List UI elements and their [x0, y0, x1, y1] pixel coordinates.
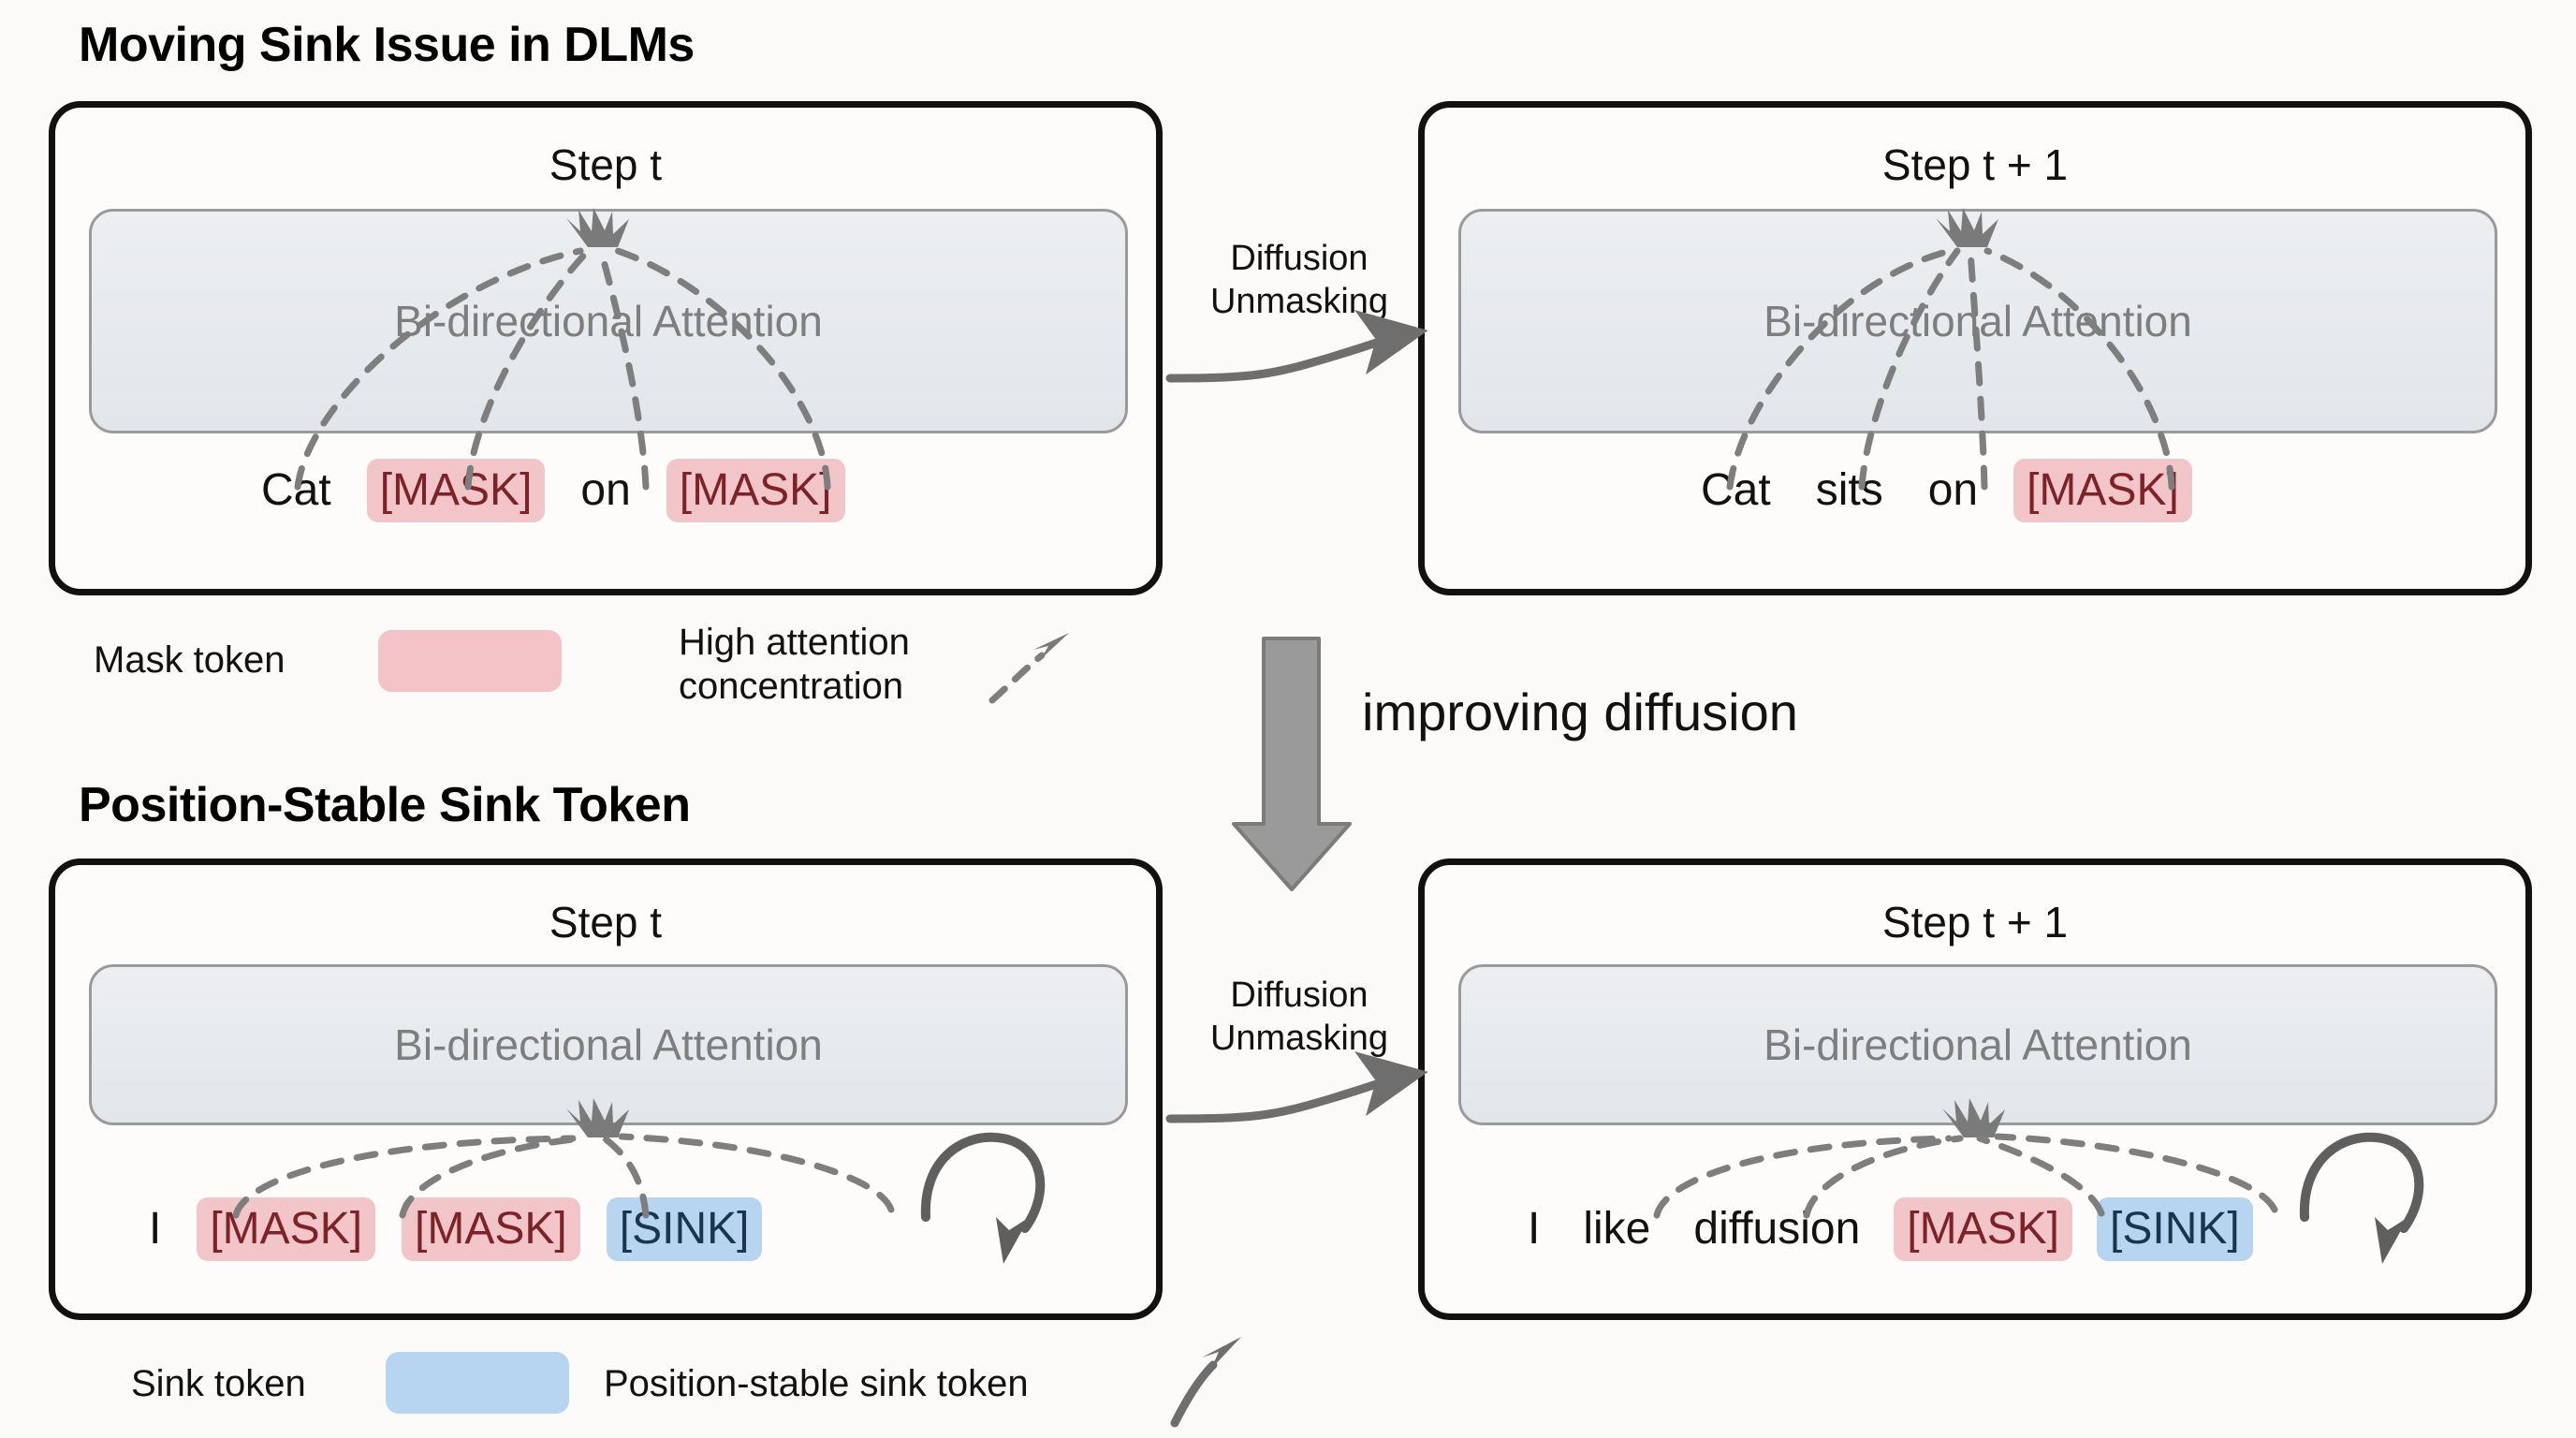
section-heading-top: Moving Sink Issue in DLMs — [79, 18, 695, 72]
token-sink: [SINK] — [2097, 1197, 2253, 1261]
token-mask: [MASK] — [1894, 1197, 2072, 1261]
attention-block-label: Bi-directional Attention — [1764, 297, 2192, 345]
token-row-top-right: Cat sits on [MASK] — [1691, 459, 2192, 522]
panel-bottom-step-t: Step t Bi-directional Attention I [MASK]… — [49, 858, 1163, 1320]
diffusion-unmasking-line2: Unmasking — [1209, 282, 1389, 322]
attention-block-top-right: Bi-directional Attention — [1458, 209, 2497, 433]
token-word: I — [1528, 1204, 1541, 1254]
token-row-bottom-left: I [MASK] [MASK] [SINK] — [139, 1197, 763, 1261]
diffusion-unmasking-arrow-bottom — [1165, 1050, 1428, 1123]
step-label-top-right: Step t + 1 — [1881, 140, 2069, 189]
attention-block-bottom-left: Bi-directional Attention — [89, 964, 1128, 1125]
diffusion-unmasking-arrow-top — [1165, 309, 1428, 383]
token-mask: [MASK] — [2013, 459, 2192, 522]
improving-diffusion-down-arrow-icon — [1232, 637, 1352, 891]
token-word: Cat — [1701, 465, 1771, 515]
panel-top-step-t: Step t Bi-directional Attention Cat [MAS… — [49, 101, 1163, 595]
token-word: sits — [1815, 465, 1883, 515]
diffusion-unmasking-line2: Unmasking — [1209, 1019, 1389, 1059]
diffusion-unmasking-line1: Diffusion — [1230, 976, 1368, 1015]
token-word: I — [149, 1204, 162, 1254]
panel-bottom-step-t-plus-1: Step t + 1 Bi-directional Attention I li… — [1418, 858, 2532, 1320]
attention-block-label: Bi-directional Attention — [394, 297, 823, 345]
legend-mask-token-swatch — [378, 630, 562, 692]
attention-block-bottom-right: Bi-directional Attention — [1458, 964, 2497, 1125]
token-word: Cat — [261, 465, 331, 515]
section-heading-bottom: Position-Stable Sink Token — [79, 778, 691, 832]
legend-high-attention-label: High attention concentration — [679, 621, 910, 709]
diffusion-unmasking-label-top: Diffusion Unmasking — [1191, 237, 1408, 324]
token-mask: [MASK] — [402, 1197, 580, 1261]
legend-mask-token-label: Mask token — [94, 639, 285, 681]
legend-high-attention-line1: High attention — [679, 622, 910, 663]
token-word: on — [580, 465, 631, 515]
diffusion-unmasking-label-bottom: Diffusion Unmasking — [1191, 974, 1408, 1061]
legend-high-attention-line2: concentration — [679, 666, 904, 708]
legend-sink-token-label: Sink token — [131, 1363, 306, 1404]
token-mask: [MASK] — [197, 1197, 376, 1261]
step-label-bottom-right: Step t + 1 — [1881, 898, 2069, 946]
attention-block-top-left: Bi-directional Attention — [89, 209, 1128, 433]
improving-diffusion-label: improving diffusion — [1362, 682, 1798, 741]
token-sink: [SINK] — [606, 1197, 763, 1261]
high-attention-dashed-arrow-icon — [988, 633, 1069, 704]
diffusion-unmasking-line1: Diffusion — [1230, 239, 1368, 278]
legend-position-stable-label: Position-stable sink token — [604, 1363, 1029, 1404]
attention-block-label: Bi-directional Attention — [394, 1020, 823, 1069]
token-row-top-left: Cat [MASK] on [MASK] — [252, 459, 845, 522]
token-word: like — [1583, 1204, 1651, 1254]
token-word: diffusion — [1693, 1204, 1861, 1254]
step-label-top-left: Step t — [549, 140, 663, 189]
attention-block-label: Bi-directional Attention — [1764, 1020, 2192, 1069]
step-label-bottom-left: Step t — [549, 898, 663, 946]
token-word: on — [1927, 465, 1979, 515]
token-mask: [MASK] — [366, 459, 546, 522]
token-row-bottom-right: I like diffusion [MASK] [SINK] — [1518, 1197, 2253, 1261]
position-stable-curved-arrow-icon — [1170, 1337, 1241, 1428]
token-mask: [MASK] — [666, 459, 845, 522]
panel-top-step-t-plus-1: Step t + 1 Bi-directional Attention Cat … — [1418, 101, 2532, 595]
legend-sink-token-swatch — [386, 1352, 569, 1414]
